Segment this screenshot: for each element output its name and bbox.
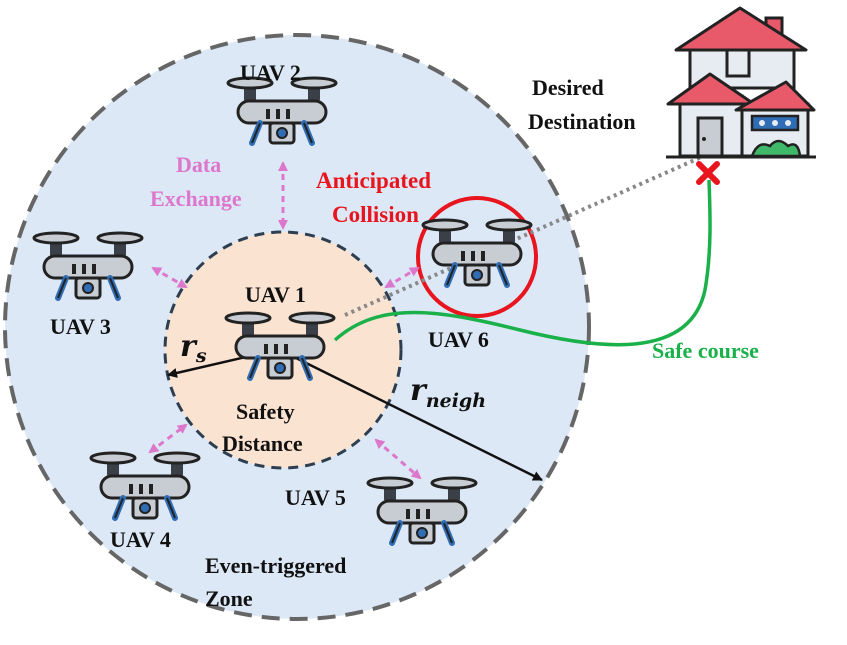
anticipated-collision-circle — [416, 196, 538, 318]
safe-course-path — [333, 179, 712, 347]
uav6-label: UAV 6 — [428, 327, 489, 352]
zone-label-line2: Zone — [205, 586, 253, 611]
uav2-label: UAV 2 — [240, 60, 301, 85]
house-icon — [666, 6, 816, 159]
safety-distance-label-line2: Distance — [222, 431, 303, 456]
collision-label-line1: Anticipated — [316, 168, 431, 193]
destination-label-line2: Destination — [528, 109, 636, 134]
cross-icon — [696, 161, 720, 185]
r-s-symbol: rs — [180, 329, 207, 367]
safe-course-label: Safe course — [652, 338, 759, 363]
destination-label-line1: Desired — [532, 75, 604, 100]
direct-path-line — [344, 153, 707, 317]
data-exchange-label-line2: Exchange — [150, 186, 242, 211]
uav4-label: UAV 4 — [110, 527, 171, 552]
exchange-arrow-uav5 — [374, 438, 422, 480]
collision-label-line2: Collision — [332, 202, 419, 227]
uav1-label: UAV 1 — [245, 282, 306, 307]
uav3-label: UAV 3 — [50, 314, 111, 339]
exchange-arrow-uav4 — [148, 423, 188, 454]
safety-distance-label-line1: Safety — [236, 399, 295, 424]
uav5-label: UAV 5 — [285, 485, 346, 510]
data-exchange-label-line1: Data — [176, 152, 221, 177]
r-neigh-arrow — [289, 353, 543, 482]
r-neigh-symbol: rneigh — [410, 373, 486, 412]
zone-label-line1: Even-triggered — [205, 553, 346, 578]
